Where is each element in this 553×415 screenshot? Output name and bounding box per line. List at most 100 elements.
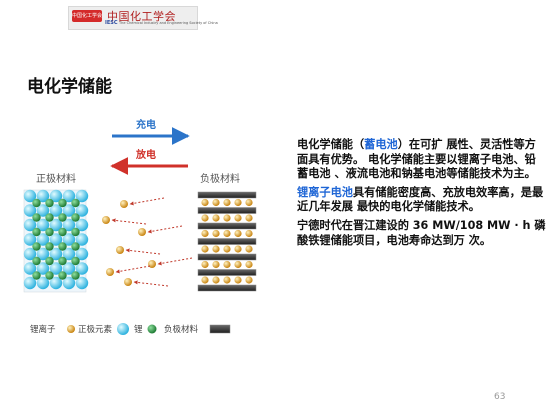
ion-path-arrow	[125, 248, 161, 255]
anode-lithium-ion	[201, 245, 209, 253]
ion-path-arrow	[111, 218, 147, 225]
slide-title: 电化学储能	[27, 77, 112, 97]
lithium-rest: 具有储能密度高、充放电效率高，是最近几年发展 最快的电化学储能技术。	[297, 185, 544, 214]
cathode-element-sphere	[23, 276, 37, 290]
cathode-element-sphere	[75, 233, 89, 246]
anode-lithium-ion	[245, 214, 253, 222]
anode-lithium-ion	[223, 198, 231, 207]
cathode-element-sphere	[62, 262, 76, 275]
migrating-lithium-ion	[116, 246, 124, 254]
legend-negative-material-label: 负极材料	[164, 324, 199, 335]
cathode-lithium-sphere	[32, 213, 41, 222]
cathode-element-sphere	[49, 204, 63, 217]
anode-lithium-ion	[201, 260, 209, 269]
cathode-element-sphere	[49, 189, 63, 203]
cathode-lithium-sphere	[32, 271, 41, 280]
ion-path-arrow	[157, 257, 193, 266]
charge-label: 充电	[136, 118, 156, 131]
anode-lithium-ion	[212, 276, 220, 284]
anode-lithium-ion	[234, 229, 242, 238]
cathode-element-sphere	[36, 233, 50, 246]
battery-diagram-svg: 充电 放电 正极材料 负极材料 锂离子 正极元素 锂 负极材料	[23, 118, 257, 335]
legend-negative-material-swatch	[209, 324, 231, 334]
logo-name: 中国化工学会	[107, 10, 176, 23]
anode-lithium-ion	[201, 214, 209, 222]
anode-lithium-ion	[223, 276, 231, 284]
anode-lithium-ion	[234, 245, 242, 253]
cathode-element-sphere	[23, 204, 37, 217]
anode-lithium-ion	[201, 229, 209, 238]
cathode-lithium-sphere	[45, 198, 54, 208]
anode-lithium-ion	[223, 229, 231, 238]
legend-lithium-ion-swatch	[67, 325, 75, 333]
cathode-lithium-sphere	[32, 198, 41, 208]
logo-badge: 中国化工学会	[72, 10, 102, 22]
cathode-element-sphere	[36, 247, 50, 261]
society-logo: 中国化工学会 中国化工学会 IESC The Chemical Industry…	[68, 6, 218, 30]
cathode-lithium-sphere	[58, 271, 67, 280]
cathode-lithium-sphere	[45, 227, 54, 237]
anode-lithium-ion	[223, 245, 231, 253]
cathode-element-sphere	[23, 218, 37, 232]
negative-material-label: 负极材料	[200, 172, 240, 185]
cathode-element-sphere	[75, 262, 89, 275]
legend-lithium-label: 锂	[134, 324, 143, 335]
anode-layer	[197, 238, 257, 245]
migrating-lithium-ion	[120, 200, 128, 208]
legend-positive-element-label: 正极元素	[78, 324, 113, 335]
anode-layer	[197, 191, 257, 199]
anode-lithium-ion	[212, 245, 220, 253]
cathode-element-sphere	[75, 247, 89, 261]
migrating-lithium-ion	[148, 260, 156, 268]
cathode-element-sphere	[23, 262, 37, 275]
battery-diagram: 充电 放电 正极材料 负极材料 锂离子 正极元素 锂 负极材料	[20, 112, 272, 340]
cathode-element-sphere	[36, 189, 50, 203]
cathode-lithium-sphere	[58, 227, 67, 237]
logo-abbr: IESC	[105, 20, 118, 26]
cathode-lithium-sphere	[58, 198, 67, 208]
anode-layer	[197, 207, 257, 214]
cathode-element-sphere	[62, 218, 76, 232]
cathode-element-sphere	[62, 247, 76, 261]
legend-lithium-swatch	[147, 324, 157, 334]
legend: 锂离子 正极元素 锂 负极材料	[30, 323, 231, 335]
intro-rest: ）在可扩 展性、灵活性等方面具有优势。 电化学储能主要以锂离子电池、铅蓄电池 、…	[297, 138, 536, 181]
migrating-ions	[102, 197, 193, 287]
anode-lithium-ion	[245, 198, 253, 207]
cathode-lattice	[23, 189, 89, 293]
cathode-lithium-sphere	[71, 242, 80, 251]
cathode-lithium-sphere	[71, 256, 80, 266]
anode-lithium-ion	[223, 260, 231, 269]
cathode-element-sphere	[36, 262, 50, 275]
cathode-lithium-sphere	[45, 271, 54, 280]
anode-lithium-ion	[234, 198, 242, 207]
positive-material-label: 正极材料	[36, 172, 76, 185]
cathode-element-sphere	[49, 247, 63, 261]
ion-path-arrow	[115, 265, 151, 274]
anode-layers	[197, 191, 257, 292]
cathode-lithium-sphere	[58, 213, 67, 222]
logo-english-name: The Chemical Industry and Engineering So…	[119, 21, 218, 25]
cathode-element-sphere	[49, 218, 63, 232]
cathode-element-sphere	[23, 233, 37, 246]
cathode-element-sphere	[36, 276, 50, 290]
cathode-lithium-sphere	[32, 256, 41, 266]
cathode-element-sphere	[62, 204, 76, 217]
anode-lithium-ion	[201, 276, 209, 284]
cathode-element-sphere	[36, 218, 50, 232]
migrating-lithium-ion	[124, 278, 132, 286]
anode-layer	[197, 253, 257, 261]
cathode-element-sphere	[49, 233, 63, 246]
cathode-lithium-sphere	[71, 198, 80, 208]
cathode-element-sphere	[62, 189, 76, 203]
cathode-lithium-sphere	[58, 242, 67, 251]
anode-lithium-ion	[212, 214, 220, 222]
cathode-element-sphere	[75, 218, 89, 232]
anode-lithium-ion	[245, 276, 253, 284]
intro-start: 电化学储能（	[297, 138, 365, 151]
anode-layer	[197, 284, 257, 292]
cathode-lithium-sphere	[32, 227, 41, 237]
cathode-element-sphere	[75, 204, 89, 217]
anode-lithium-ion	[245, 229, 253, 238]
cathode-lithium-sphere	[71, 271, 80, 280]
